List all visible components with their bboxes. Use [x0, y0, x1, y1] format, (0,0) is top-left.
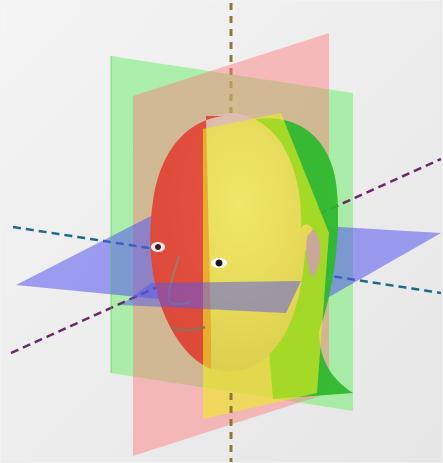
anatomical-planes-figure — [0, 0, 443, 463]
anatomical-planes-illustration — [1, 1, 442, 462]
